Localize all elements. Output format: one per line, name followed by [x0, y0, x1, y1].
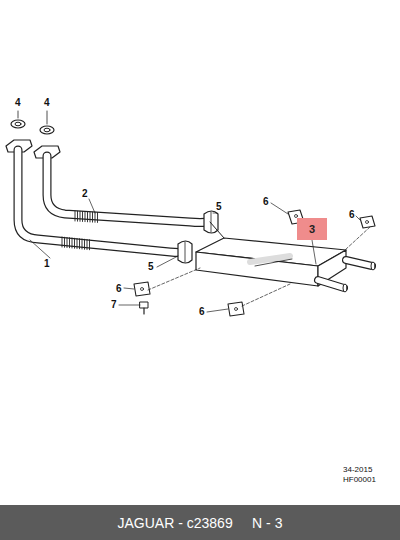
footer-band: JAGUAR - c23869 N - 3 — [0, 505, 400, 540]
bellows-ring — [72, 238, 73, 248]
bellows-ring — [90, 212, 91, 222]
callout-number: 4 — [44, 98, 50, 108]
callout-number: 6 — [199, 307, 205, 317]
drawing-code: 34-2015 — [343, 466, 372, 474]
callout-number: 5 — [148, 262, 154, 272]
bellows-ring — [87, 240, 88, 250]
bellows-ring — [69, 238, 70, 248]
callout-number: 4 — [15, 98, 21, 108]
bellows-ring — [62, 237, 63, 247]
bellows-ring — [80, 211, 81, 221]
bellows-ring — [82, 239, 83, 249]
bellows-ring — [67, 238, 68, 248]
bellows-ring — [92, 212, 93, 222]
callout-number: 1 — [44, 259, 50, 269]
bellows-ring — [85, 212, 86, 222]
node-text: 3 — [309, 224, 315, 235]
bellows-ring — [64, 237, 65, 247]
callout-number: 6 — [263, 197, 269, 207]
highlight-box: 3 — [297, 218, 327, 240]
node-text: JAGUAR - c23869 N - 3 — [118, 516, 283, 530]
bellows-ring — [82, 211, 83, 221]
bellows-ring — [77, 239, 78, 249]
callout-number: 7 — [111, 300, 117, 310]
bellows-ring — [95, 212, 96, 222]
bellows-ring — [97, 212, 98, 222]
callout-number: 6 — [349, 210, 355, 220]
bellows-ring — [79, 239, 80, 249]
bellows-ring — [74, 238, 75, 248]
bellows-ring — [87, 212, 88, 222]
callout-number: 6 — [116, 284, 122, 294]
bellows-ring — [84, 239, 85, 249]
callout-number: 5 — [216, 202, 222, 212]
bellows-ring — [89, 240, 90, 250]
bellows-ring — [75, 211, 76, 221]
callout-number: 2 — [82, 189, 88, 199]
drawing-code: HF00001 — [343, 476, 376, 484]
bellows-ring — [77, 211, 78, 221]
